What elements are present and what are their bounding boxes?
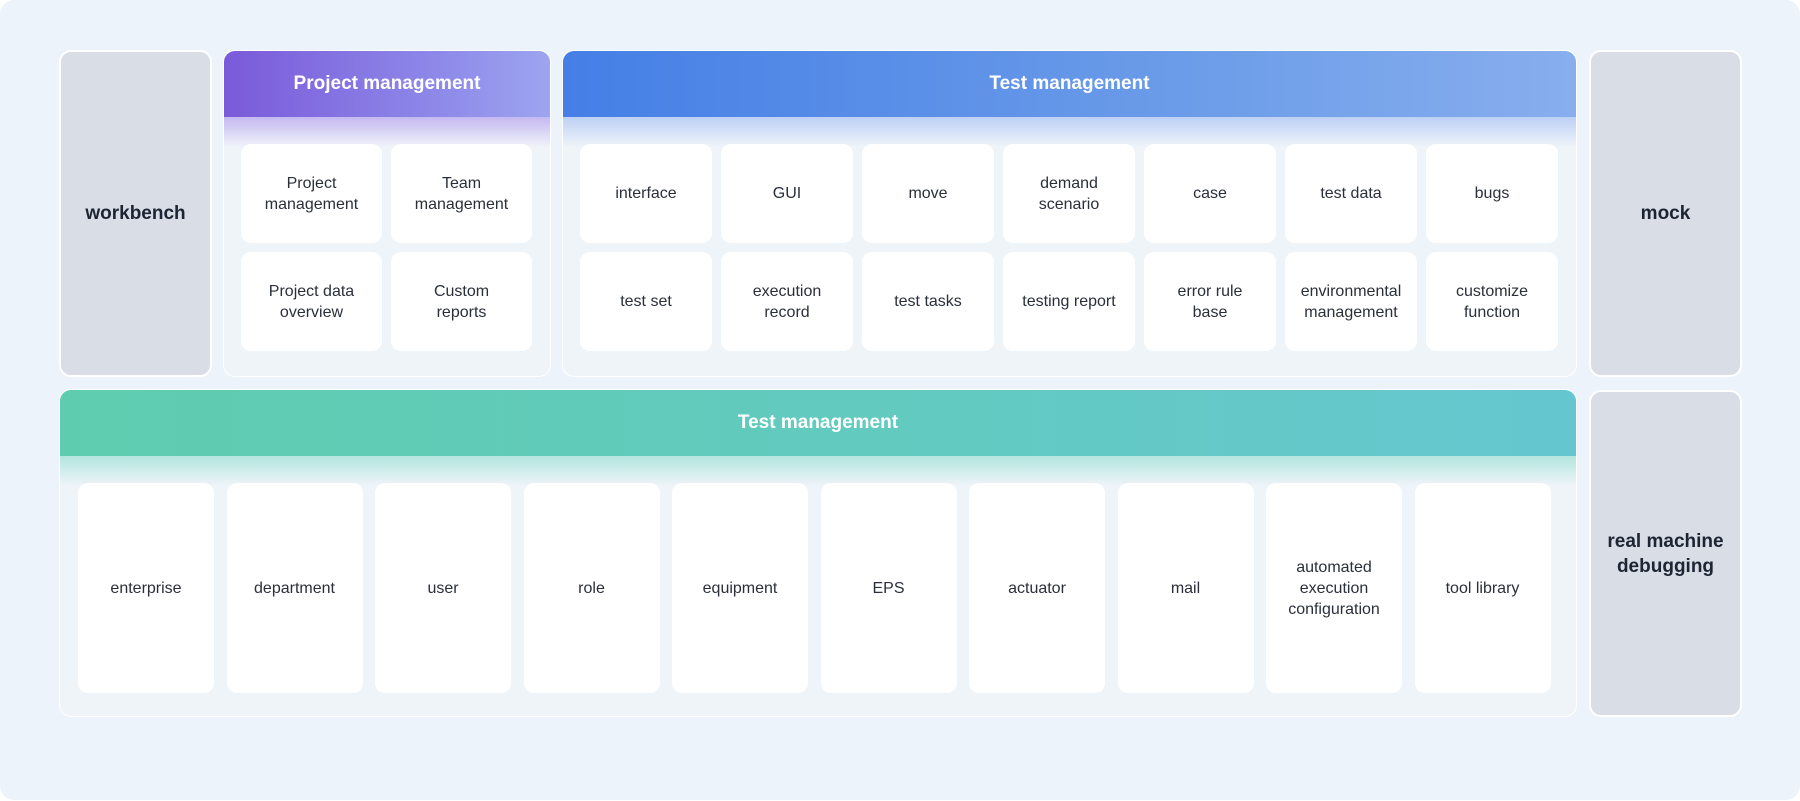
tile-test-tasks: test tasks xyxy=(862,252,994,351)
tile-eps: EPS xyxy=(820,483,957,693)
system-management-header: Test management xyxy=(60,390,1576,456)
workbench-block: workbench xyxy=(59,50,212,377)
tile-tool-library: tool library xyxy=(1414,483,1551,693)
header-fade xyxy=(224,117,550,147)
project-management-grid: Project management Team management Proje… xyxy=(241,144,532,351)
real-machine-debugging-label: real machine debugging xyxy=(1607,530,1724,577)
system-management-title: Test management xyxy=(737,412,899,433)
project-management-panel: Project management Project management Te… xyxy=(223,50,551,377)
tile-equipment: equipment xyxy=(672,483,808,693)
project-management-title: Project management xyxy=(293,73,481,94)
header-fade xyxy=(60,456,1576,486)
tile-team-management: Team management xyxy=(391,144,532,243)
tile-gui: GUI xyxy=(721,144,853,243)
tile-customize-function: customize function xyxy=(1426,252,1558,351)
tile-test-data: test data xyxy=(1285,144,1417,243)
tile-case: case xyxy=(1144,144,1276,243)
tile-enterprise: enterprise xyxy=(78,483,214,693)
tile-testing-report: testing report xyxy=(1003,252,1135,351)
tile-interface: interface xyxy=(580,144,712,243)
tile-user: user xyxy=(375,483,511,693)
tile-project-management: Project management xyxy=(241,144,382,243)
tile-environmental-management: environmental management xyxy=(1285,252,1417,351)
tile-department: department xyxy=(226,483,363,693)
mock-label: mock xyxy=(1640,203,1691,224)
mock-block: mock xyxy=(1589,50,1742,377)
test-management-title: Test management xyxy=(989,73,1150,94)
tile-bugs: bugs xyxy=(1426,144,1558,243)
tile-mail: mail xyxy=(1117,483,1254,693)
tile-demand-scenario: demand scenario xyxy=(1003,144,1135,243)
tile-project-data-overview: Project data overview xyxy=(241,252,382,351)
tile-move: move xyxy=(862,144,994,243)
test-management-grid: interface GUI move demand scenario case … xyxy=(580,144,1558,351)
test-management-header: Test management xyxy=(563,51,1576,117)
system-management-panel: Test management enterprise department us… xyxy=(59,389,1577,717)
tile-actuator: actuator xyxy=(969,483,1105,693)
test-management-panel: Test management interface GUI move deman… xyxy=(562,50,1577,377)
system-management-grid: enterprise department user role equipmen… xyxy=(78,483,1551,693)
tile-automated-execution-configuration: automated execution configuration xyxy=(1266,483,1402,693)
tile-execution-record: execution record xyxy=(721,252,853,351)
real-machine-debugging-block: real machine debugging xyxy=(1589,390,1742,717)
workbench-label: workbench xyxy=(85,203,186,224)
project-management-header: Project management xyxy=(224,51,550,117)
tile-test-set: test set xyxy=(580,252,712,351)
tile-role: role xyxy=(523,483,660,693)
tile-error-rule-base: error rule base xyxy=(1144,252,1276,351)
tile-custom-reports: Custom reports xyxy=(391,252,532,351)
header-fade xyxy=(563,117,1576,147)
